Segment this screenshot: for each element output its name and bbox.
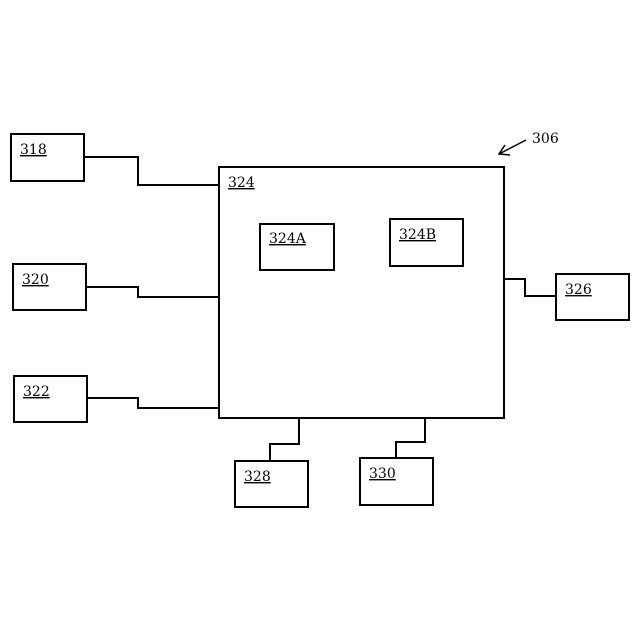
- main-block-324: 324: [219, 167, 504, 418]
- block-328-label: 328: [244, 469, 271, 485]
- block-320-label: 320: [22, 272, 49, 288]
- block-326-label: 326: [565, 282, 592, 298]
- block-322-label: 322: [23, 384, 50, 400]
- figure-reference-label: 306: [532, 131, 559, 147]
- sub-block-324A: 324A: [260, 224, 334, 270]
- sub-block-324A-label: 324A: [269, 231, 307, 247]
- figure-reference-306: 306: [499, 131, 559, 155]
- block-322: 322: [14, 376, 87, 422]
- connector-320-324: [86, 287, 219, 297]
- block-318: 318: [11, 134, 84, 181]
- sub-block-324B-label: 324B: [399, 227, 436, 243]
- arrowhead-icon: [499, 145, 510, 155]
- main-block-324-label: 324: [228, 175, 255, 191]
- block-320: 320: [13, 264, 86, 310]
- connector-324-326: [504, 279, 556, 296]
- block-330: 330: [360, 458, 433, 505]
- block-326: 326: [556, 274, 629, 320]
- connector-318-324: [84, 157, 219, 185]
- block-328: 328: [235, 461, 308, 507]
- connector-324-328: [270, 418, 299, 461]
- main-block-324-frame: [219, 167, 504, 418]
- sub-block-324B: 324B: [390, 219, 463, 266]
- block-318-label: 318: [20, 142, 47, 158]
- block-330-label: 330: [369, 466, 396, 482]
- connector-322-324: [87, 398, 219, 408]
- connector-324-330: [396, 417, 425, 458]
